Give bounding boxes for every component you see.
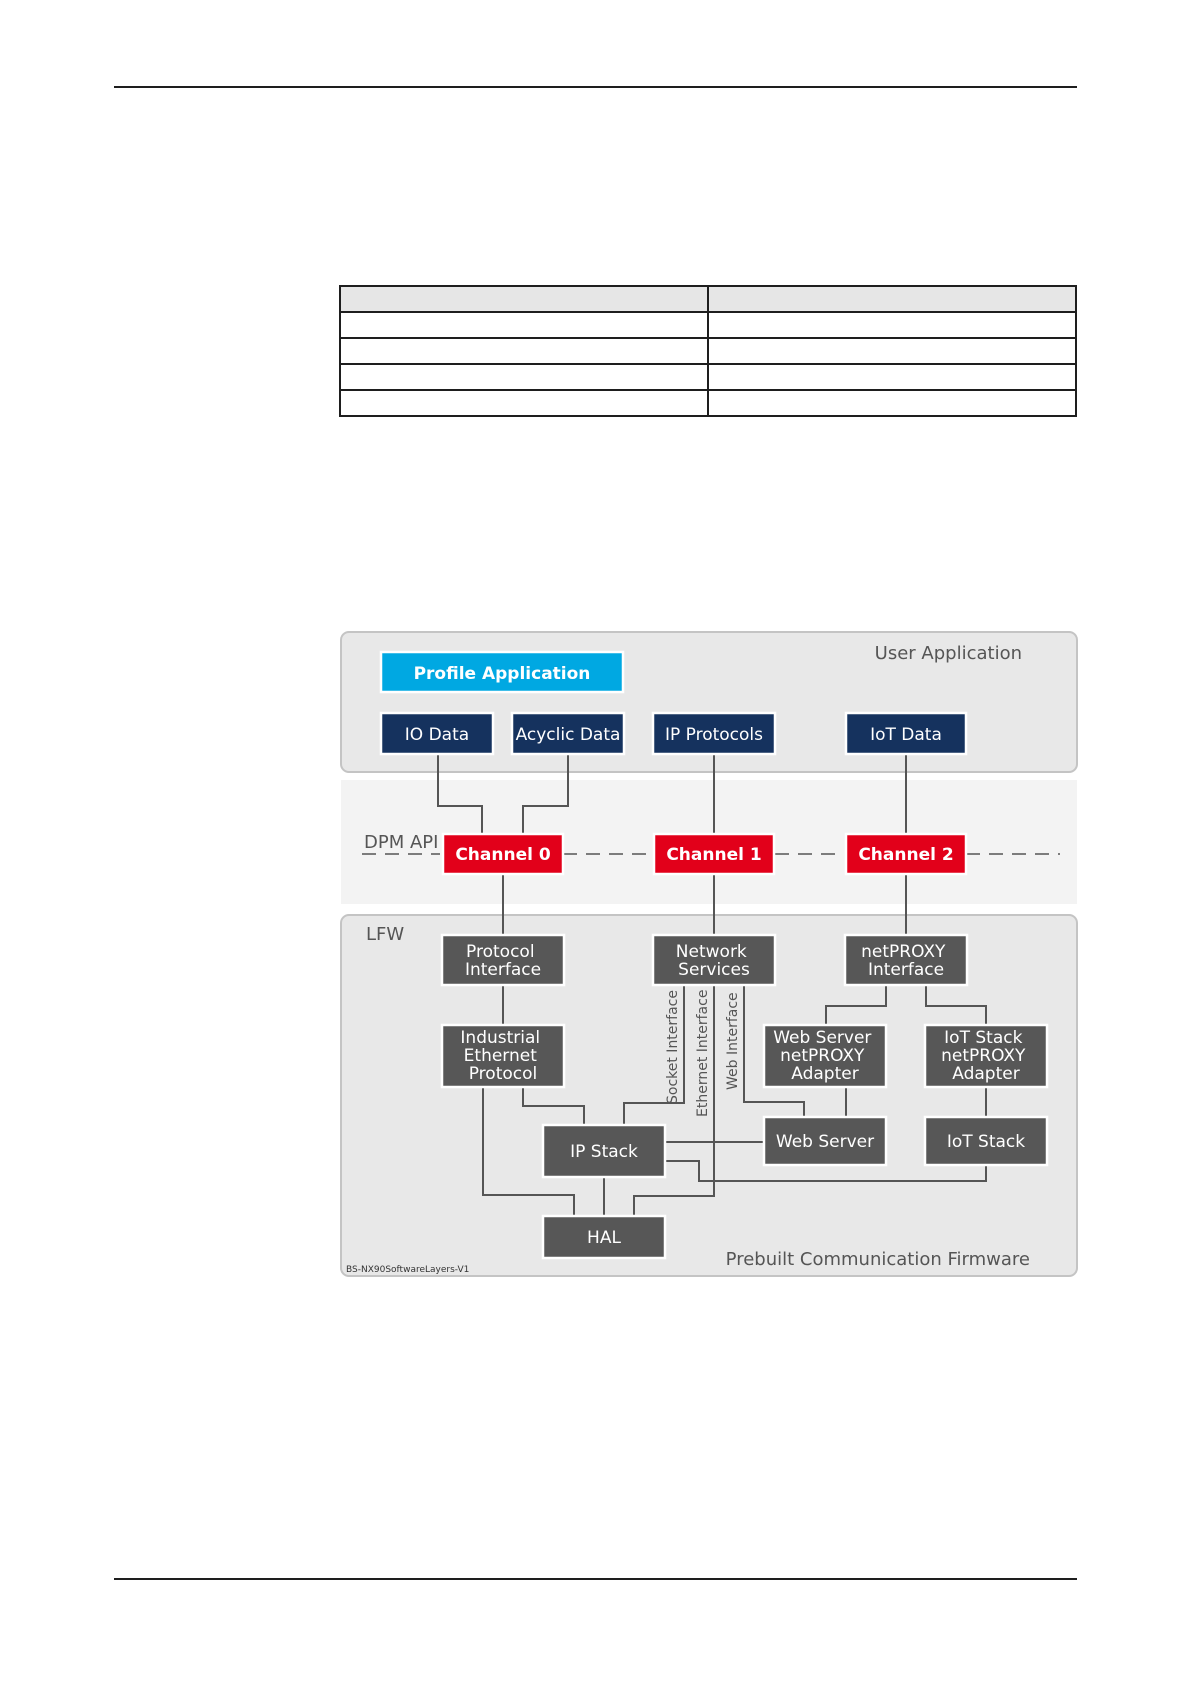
channel-2-box (844, 832, 968, 876)
table-row (339, 389, 1077, 417)
ip-protocols-label: IP Protocols (665, 725, 763, 745)
acyclic-data-label: Acyclic Data (516, 725, 621, 745)
hal-label: HAL (587, 1228, 621, 1248)
table-cell (339, 389, 709, 417)
web-server-netproxy-adapter-box (762, 1023, 888, 1089)
hal-box (541, 1214, 667, 1260)
table-cell (707, 363, 1077, 391)
netproxy-interface-box (843, 933, 969, 987)
lfw-panel (340, 914, 1078, 1277)
footer-rule (114, 1578, 1077, 1580)
ip-stack-box (541, 1123, 667, 1179)
netproxy-interface-label: netPROXY Interface (861, 942, 951, 980)
iot-stack-netproxy-adapter-label: IoT Stack netPROXY Adapter (941, 1028, 1031, 1084)
profile-application-box (379, 650, 625, 694)
lfw-label: LFW (366, 924, 404, 945)
dpm-api-label: DPM API (364, 832, 438, 853)
table-cell (339, 363, 709, 391)
table-row (339, 311, 1077, 339)
table-header-row (339, 285, 1077, 313)
channel-0-box (441, 832, 565, 876)
header-rule (114, 86, 1077, 88)
io-data-box (379, 711, 495, 756)
io-data-label: IO Data (405, 725, 469, 745)
table-cell (707, 311, 1077, 339)
table-cell (707, 285, 1077, 313)
socket-interface-label: Socket Interface (665, 990, 681, 1104)
ip-stack-label: IP Stack (570, 1142, 638, 1162)
profile-application-label: Profile Application (414, 664, 591, 684)
protocol-interface-label: Protocol Interface (465, 942, 541, 980)
iot-data-label: IoT Data (870, 725, 942, 745)
prebuilt-firmware-label: Prebuilt Communication Firmware (726, 1249, 1030, 1270)
user-application-label: User Application (875, 643, 1022, 664)
channel-0-label: Channel 0 (455, 845, 551, 865)
channel-1-label: Channel 1 (666, 845, 761, 865)
channel-2-label: Channel 2 (858, 845, 953, 865)
blank-table (339, 285, 1077, 417)
table-cell (707, 337, 1077, 365)
web-server-netproxy-adapter-label: Web Server netPROXY Adapter (773, 1028, 877, 1084)
table-row (339, 363, 1077, 391)
table-cell (339, 285, 709, 313)
web-server-box (762, 1115, 888, 1167)
connector-lines (437, 754, 987, 1217)
industrial-ethernet-protocol-box (440, 1023, 566, 1089)
table-row (339, 337, 1077, 365)
acyclic-data-box (510, 711, 626, 756)
table-cell (339, 337, 709, 365)
network-services-box (651, 933, 777, 987)
channel-1-box (652, 832, 776, 876)
web-server-label: Web Server (776, 1132, 874, 1152)
table-cell (707, 389, 1077, 417)
iot-stack-netproxy-adapter-box (923, 1023, 1049, 1089)
web-interface-label: Web Interface (725, 992, 741, 1090)
iot-data-box (844, 711, 968, 756)
industrial-ethernet-protocol-label: Industrial Ethernet Protocol (460, 1028, 545, 1084)
figure-id-label: BS-NX90SoftwareLayers-V1 (346, 1265, 469, 1275)
iot-stack-box (923, 1115, 1049, 1167)
iot-stack-label: IoT Stack (947, 1132, 1025, 1152)
ip-protocols-box (651, 711, 777, 756)
ethernet-interface-label: Ethernet Interface (695, 990, 711, 1117)
protocol-interface-box (440, 933, 566, 987)
network-services-label: Network Services (676, 942, 752, 980)
table-cell (339, 311, 709, 339)
